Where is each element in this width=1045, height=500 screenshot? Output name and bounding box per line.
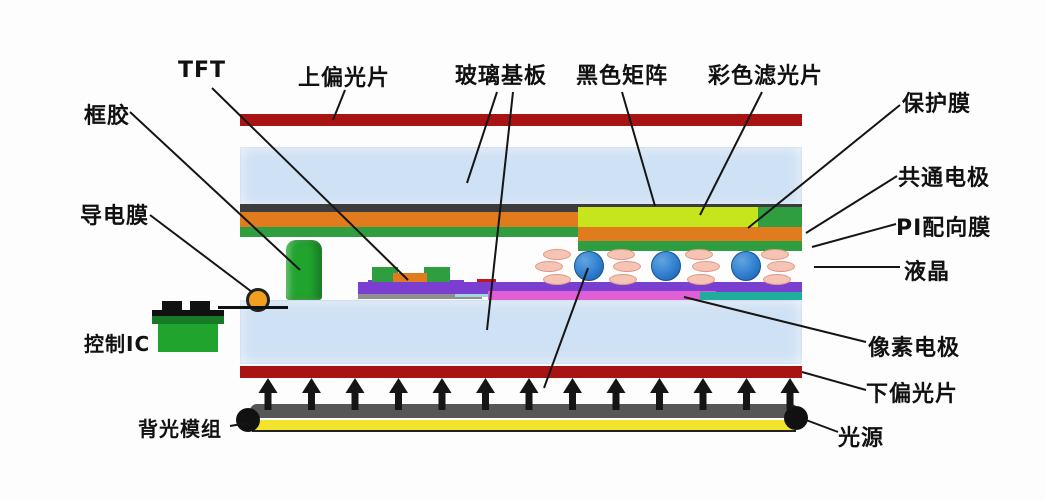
label-backlight-module: 背光模组	[138, 417, 222, 441]
label-light-source: 光源	[838, 426, 885, 451]
liquid-crystal-molecule	[687, 274, 715, 285]
pi-alignment-left	[240, 227, 580, 237]
backlight-bottom-line	[252, 430, 796, 432]
common-electrode-right	[578, 227, 802, 241]
black-matrix-bar	[240, 204, 802, 212]
backlight-yellow-bar	[250, 420, 798, 430]
upper-polarizer-bar	[240, 114, 802, 126]
liquid-crystal-molecule	[607, 249, 635, 260]
tft-drain-block	[424, 267, 450, 283]
liquid-crystal-molecule	[543, 249, 571, 260]
ic-bond-line	[218, 306, 288, 309]
liquid-crystal-drop	[574, 251, 604, 281]
liquid-crystal-molecule	[613, 261, 641, 272]
backlight-guide-bar	[250, 404, 798, 418]
label-pi-alignment: PI配向膜	[896, 216, 992, 241]
label-conductive-film: 导电膜	[80, 204, 150, 229]
pi-alignment-right	[578, 241, 802, 251]
label-frame-sealant: 框胶	[84, 104, 131, 129]
label-lower-polarizer: 下偏光片	[866, 382, 959, 407]
label-color-filter: 彩色滤光片	[708, 64, 824, 89]
liquid-crystal-molecule	[609, 274, 637, 285]
label-pixel-electrode: 像素电极	[868, 336, 961, 361]
color-filter-bar	[578, 207, 760, 227]
light-source-lamp-right	[784, 406, 808, 430]
label-upper-polarizer: 上偏光片	[298, 66, 391, 91]
color-filter-green-end	[758, 207, 802, 227]
ic-pin-2	[190, 301, 210, 310]
ic-pin-1	[162, 301, 182, 310]
ic-top-bar	[152, 310, 224, 316]
control-ic-body	[158, 324, 218, 352]
liquid-crystal-molecule	[767, 261, 795, 272]
label-liquid-crystal: 液晶	[904, 260, 951, 285]
liquid-crystal-molecule	[543, 274, 571, 285]
liquid-crystal-molecule	[692, 261, 720, 272]
lower-glass-substrate	[240, 300, 802, 364]
liquid-crystal-molecule	[685, 249, 713, 260]
label-control-ic: 控制IC	[84, 332, 151, 356]
ic-strip	[152, 316, 224, 324]
liquid-crystal-molecule	[763, 274, 791, 285]
liquid-crystal-drop	[651, 251, 681, 281]
label-glass-substrate: 玻璃基板	[455, 64, 548, 89]
frame-sealant-cylinder	[286, 240, 322, 300]
label-protective-film: 保护膜	[902, 92, 972, 117]
liquid-crystal-drop	[731, 251, 761, 281]
label-black-matrix: 黑色矩阵	[576, 64, 669, 89]
label-tft: TFT	[178, 58, 227, 83]
liquid-crystal-molecule	[761, 249, 789, 260]
light-source-lamp-left	[236, 408, 260, 432]
liquid-crystal-molecule	[535, 261, 563, 272]
tft-channel-bar	[393, 273, 427, 282]
common-electrode-left	[240, 212, 580, 227]
upper-glass-substrate	[240, 147, 802, 207]
label-common-electrode: 共通电极	[898, 166, 991, 191]
lower-polarizer-bar	[240, 366, 802, 378]
